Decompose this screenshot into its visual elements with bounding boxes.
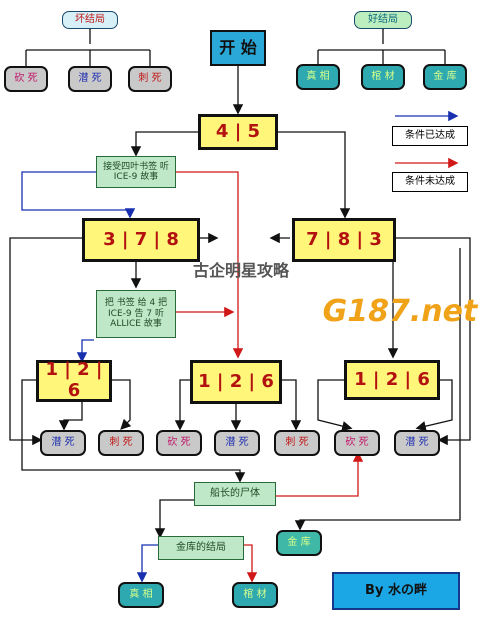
ending-stab-death: 刺 死 bbox=[98, 430, 144, 456]
node-3-7-8: 3 | 7 | 8 bbox=[82, 218, 200, 262]
node-7-8-3: 7 | 8 | 3 bbox=[292, 218, 396, 262]
condition-bookmark-ice9: 接受四叶书签 听 ICE-9 故事 bbox=[96, 156, 176, 188]
legend-condition-met: 条件已达成 bbox=[392, 126, 468, 146]
ending-truth: 真 相 bbox=[118, 582, 164, 608]
legend-condition-not-met: 条件未达成 bbox=[392, 172, 468, 192]
condition-give-bookmark: 把 书签 给 4 把 ICE-9 告 7 听 ALLICE 故事 bbox=[96, 290, 176, 338]
top-ending-stab-death: 刺 死 bbox=[128, 66, 172, 92]
ending-sneak-death: 潜 死 bbox=[40, 430, 86, 456]
node-4-5: 4 | 5 bbox=[198, 114, 278, 150]
bad-ending-title: 坏结局 bbox=[62, 11, 118, 29]
ending-stab-death: 刺 死 bbox=[274, 430, 320, 456]
ending-sneak-death: 潜 死 bbox=[214, 430, 260, 456]
top-ending-truth: 真 相 bbox=[296, 64, 340, 90]
vault-node: 金 库 bbox=[276, 530, 322, 556]
top-ending-vault: 金 库 bbox=[423, 64, 467, 90]
node-1-2-6-left: 1 | 2 | 6 bbox=[36, 359, 112, 402]
top-ending-coffin: 棺 材 bbox=[361, 64, 405, 90]
ending-sneak-death: 潜 死 bbox=[394, 430, 440, 456]
watermark-text: 古企明星攻略 bbox=[192, 260, 289, 280]
author-byline: By 水の畔 bbox=[332, 572, 460, 610]
good-ending-title: 好结局 bbox=[354, 11, 412, 29]
node-1-2-6-right: 1 | 2 | 6 bbox=[344, 360, 440, 400]
top-ending-chop-death: 砍 死 bbox=[4, 66, 48, 92]
top-ending-sneak-death: 潜 死 bbox=[68, 66, 112, 92]
vault-ending-node: 金库的结局 bbox=[158, 536, 244, 560]
ending-chop-death: 砍 死 bbox=[334, 430, 380, 456]
site-logo: G187.net bbox=[322, 293, 478, 329]
captain-corpse-node: 船长的尸体 bbox=[194, 482, 276, 506]
start-node: 开 始 bbox=[210, 30, 266, 66]
node-1-2-6-middle: 1 | 2 | 6 bbox=[190, 360, 282, 404]
ending-coffin: 棺 材 bbox=[232, 582, 278, 608]
ending-chop-death: 砍 死 bbox=[156, 430, 202, 456]
